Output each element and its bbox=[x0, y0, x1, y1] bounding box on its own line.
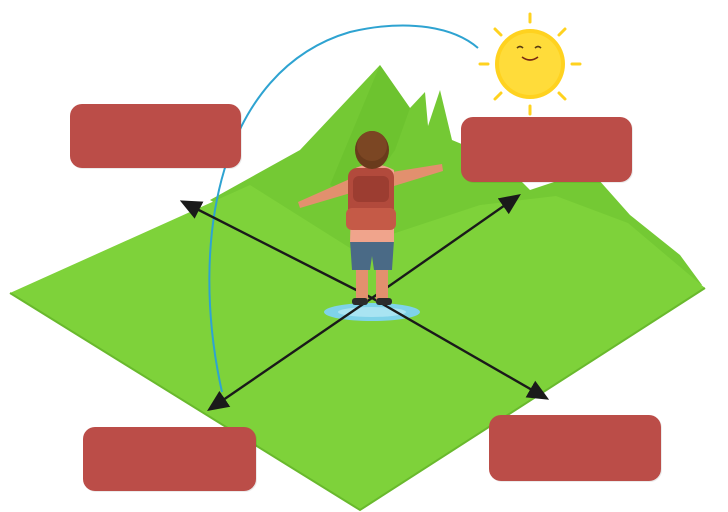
sun-icon bbox=[480, 14, 580, 114]
label-box-southeast[interactable] bbox=[489, 415, 661, 481]
label-box-southwest[interactable] bbox=[83, 427, 256, 491]
label-box-northwest[interactable] bbox=[70, 104, 241, 168]
label-box-northeast[interactable] bbox=[461, 117, 632, 182]
